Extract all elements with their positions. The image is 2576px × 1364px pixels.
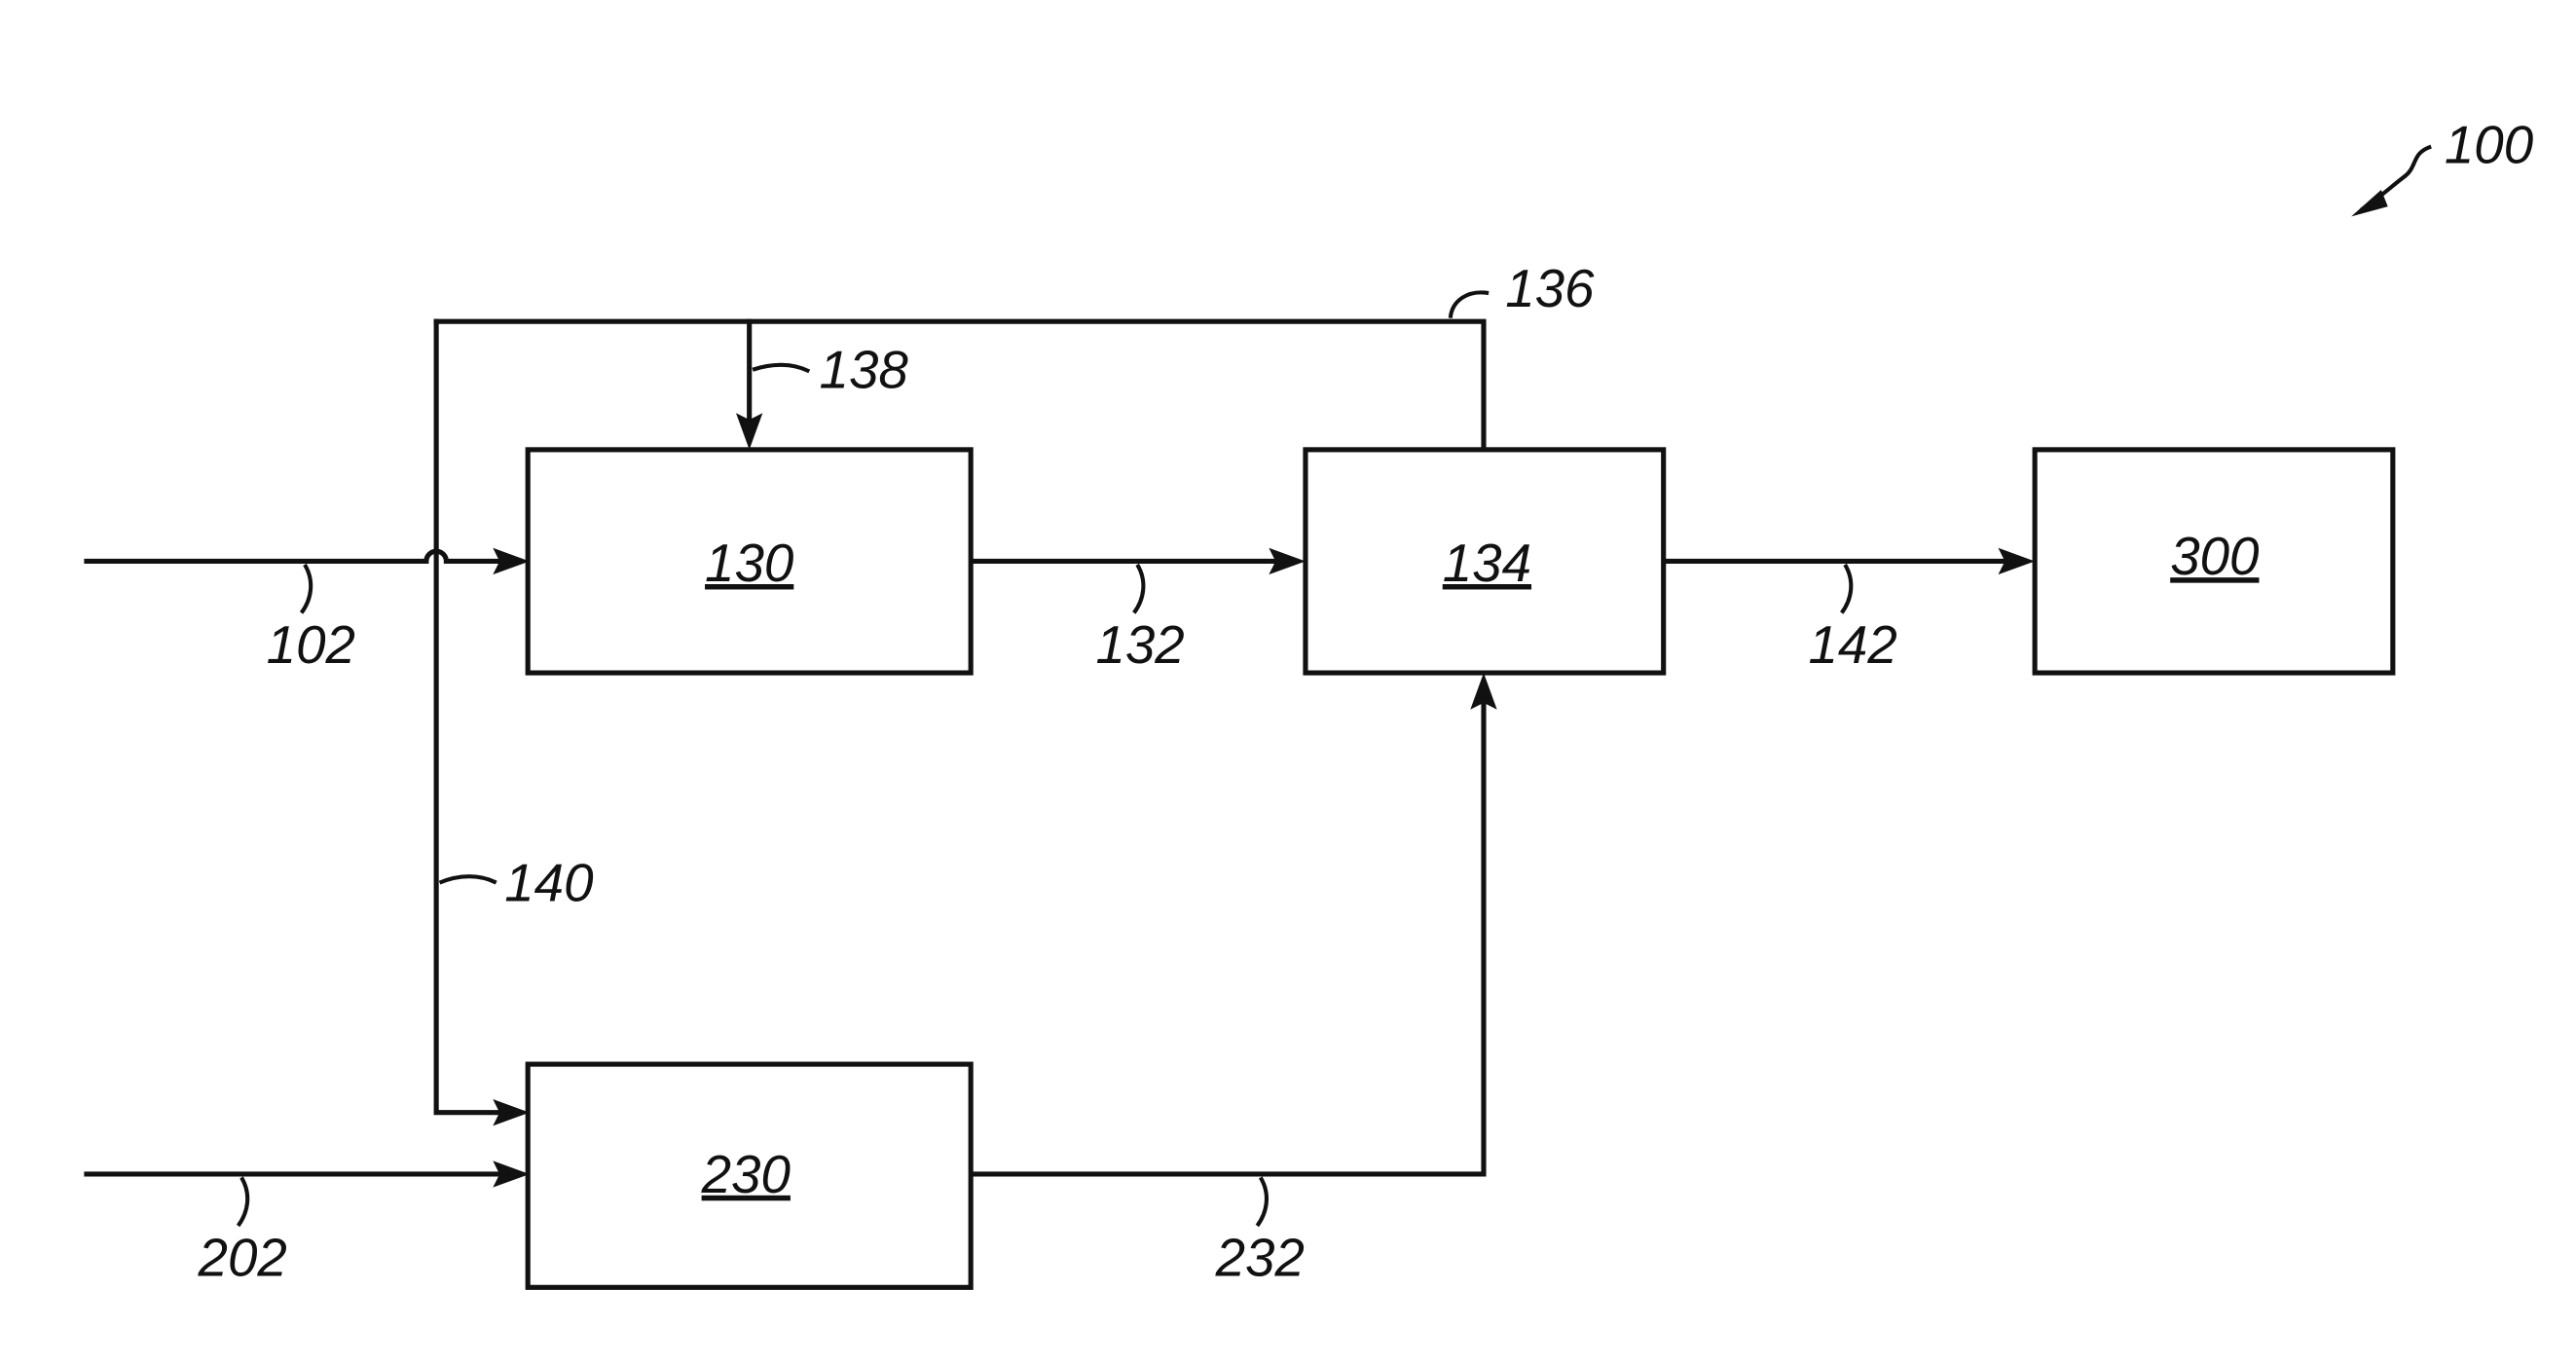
stream-132-label: 132 bbox=[1095, 614, 1184, 675]
stream-232-leader bbox=[1257, 1177, 1267, 1226]
stream-142-label: 142 bbox=[1809, 614, 1897, 675]
stream-138-leader bbox=[753, 365, 809, 372]
unit-300: 300 bbox=[2035, 450, 2393, 673]
stream-136-line bbox=[436, 321, 1484, 450]
unit-300-label: 300 bbox=[2170, 526, 2259, 586]
unit-130: 130 bbox=[528, 450, 971, 673]
figure-reference-arrowhead bbox=[2351, 190, 2388, 216]
stream-142-leader bbox=[1842, 565, 1852, 613]
stream-232-line bbox=[971, 703, 1484, 1174]
unit-134-label: 134 bbox=[1443, 533, 1531, 593]
unit-230: 230 bbox=[528, 1064, 971, 1287]
stream-202-label: 202 bbox=[198, 1227, 287, 1287]
stream-136-label: 136 bbox=[1505, 258, 1595, 318]
stream-138-label: 138 bbox=[820, 340, 909, 400]
stream-140-line bbox=[436, 321, 499, 1113]
stream-140-leader bbox=[440, 876, 497, 882]
stream-140-label: 140 bbox=[504, 852, 593, 912]
stream-102-leader bbox=[302, 565, 312, 613]
stream-102-label: 102 bbox=[267, 614, 355, 675]
stream-232-label: 232 bbox=[1215, 1227, 1305, 1287]
stream-132-leader bbox=[1134, 565, 1144, 613]
figure-reference: 100 bbox=[2351, 115, 2533, 217]
unit-130-label: 130 bbox=[705, 533, 793, 593]
unit-230-label: 230 bbox=[701, 1144, 791, 1204]
unit-134: 134 bbox=[1306, 450, 1664, 673]
stream-136-leader bbox=[1451, 292, 1489, 317]
figure-reference-number: 100 bbox=[2445, 115, 2533, 175]
stream-202-leader bbox=[239, 1177, 248, 1226]
